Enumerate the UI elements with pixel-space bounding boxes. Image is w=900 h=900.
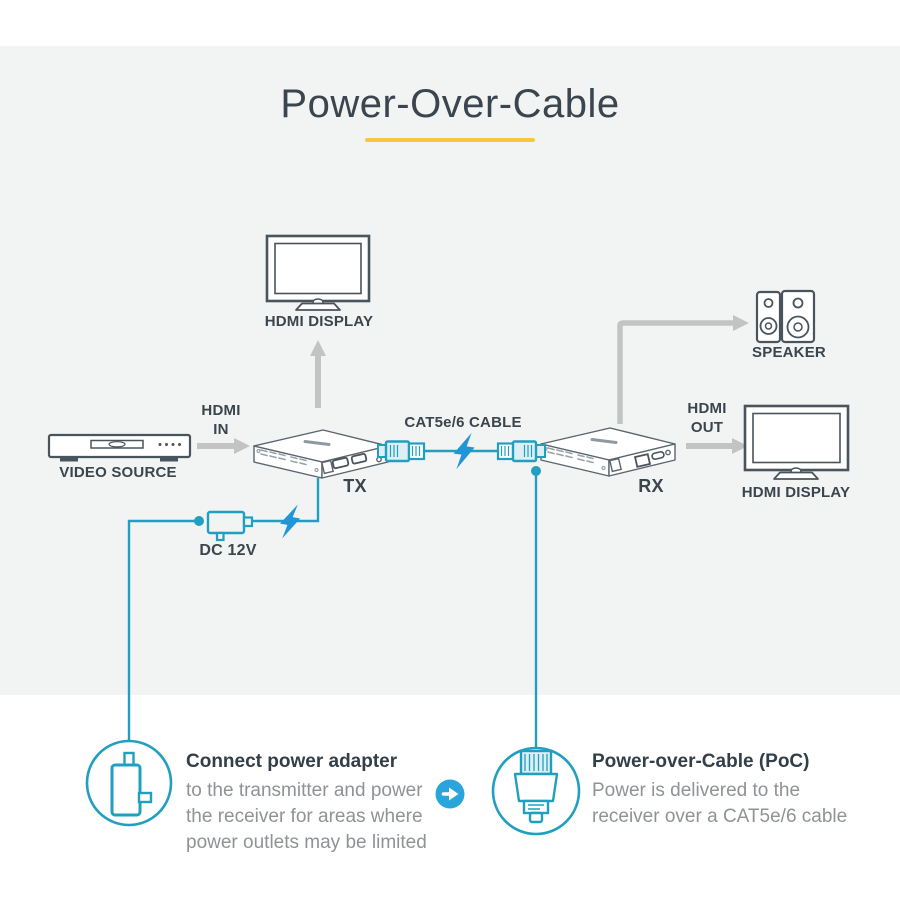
cat5-cable-icon bbox=[377, 430, 546, 472]
hdmi-in-label: HDMI IN bbox=[201, 402, 241, 438]
dc-adapter-icon bbox=[206, 510, 254, 542]
title-underline bbox=[365, 138, 535, 142]
diagram-panel bbox=[0, 46, 900, 695]
hdmi-display-top-label: HDMI DISPLAY bbox=[264, 313, 374, 330]
hdmi-display-top-icon bbox=[265, 234, 371, 311]
arrow-rx-to-speaker bbox=[617, 315, 749, 424]
video-source-label: VIDEO SOURCE bbox=[59, 464, 177, 481]
next-step-arrow-icon bbox=[435, 779, 465, 809]
tx-extender-icon bbox=[252, 428, 390, 480]
page-title: Power-Over-Cable bbox=[280, 82, 620, 126]
rx-label: RX bbox=[638, 476, 664, 496]
speaker-icon bbox=[755, 289, 816, 344]
note-poc: Power-over-Cable (PoC) Power is delivere… bbox=[592, 751, 892, 830]
note-heading: Power-over-Cable (PoC) bbox=[592, 751, 810, 772]
hdmi-out-label: HDMI OUT bbox=[687, 400, 727, 436]
cable-label: CAT5e/6 CABLE bbox=[404, 414, 522, 431]
hdmi-display-right-label: HDMI DISPLAY bbox=[741, 484, 851, 501]
video-source-icon bbox=[47, 433, 192, 462]
rx-extender-icon bbox=[539, 426, 677, 478]
note-power-adapter: Connect power adapter to the transmitter… bbox=[186, 751, 446, 856]
power-adapter-badge bbox=[85, 739, 173, 827]
power-wire-cable bbox=[531, 466, 541, 751]
arrow-video-to-tx bbox=[197, 438, 250, 454]
note-heading: Connect power adapter bbox=[186, 751, 398, 772]
tx-label: TX bbox=[343, 476, 367, 496]
hdmi-display-right-icon bbox=[743, 404, 850, 480]
rj45-connector-badge bbox=[491, 746, 581, 836]
arrow-rx-to-display bbox=[686, 438, 748, 454]
arrow-tx-to-display bbox=[310, 340, 326, 408]
dc-power-label: DC 12V bbox=[199, 542, 257, 559]
speaker-label: SPEAKER bbox=[752, 344, 826, 361]
power-wire-tx bbox=[127, 478, 320, 754]
